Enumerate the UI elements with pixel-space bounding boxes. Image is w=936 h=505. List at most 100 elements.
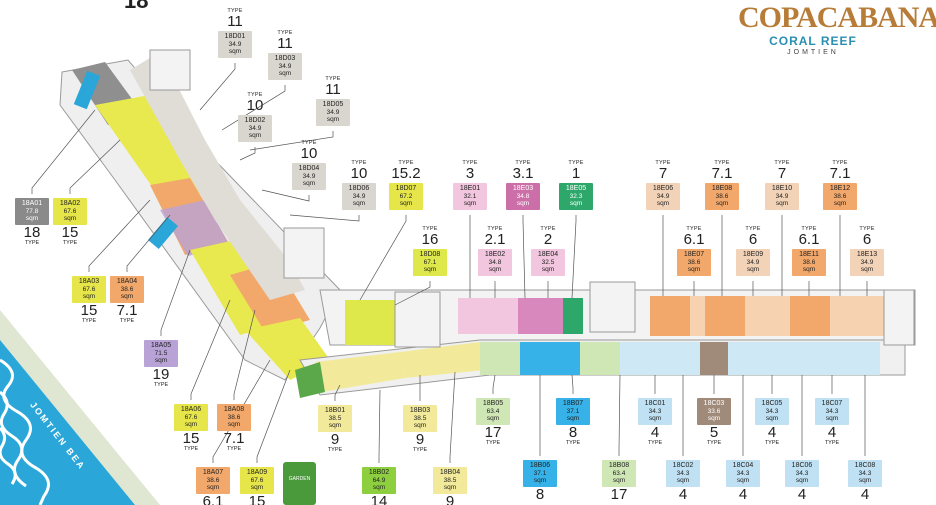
- unit-area: 67.6: [63, 208, 77, 215]
- unit-area-unit: sqm: [82, 293, 96, 300]
- type-number: 10: [300, 145, 318, 162]
- leader-line-18a09: [256, 369, 291, 463]
- type-number: 6.1: [202, 493, 224, 505]
- type-word: TYPE: [301, 140, 317, 146]
- unit-area: 34.9: [352, 193, 366, 200]
- type-number: 7.1: [116, 302, 138, 319]
- type-word: TYPE: [277, 30, 293, 36]
- unit-area: 67.6: [250, 477, 264, 484]
- type-number: 6: [862, 231, 872, 248]
- type-word: TYPE: [774, 160, 790, 166]
- type-word: TYPE: [81, 318, 97, 324]
- type-number: 4: [738, 486, 748, 503]
- leader-line-18b08: [618, 374, 621, 456]
- unit-area: 38.5: [328, 415, 342, 422]
- unit-area-unit: sqm: [687, 266, 701, 273]
- unit-code: 18D07: [395, 185, 417, 192]
- type-number: 9: [445, 493, 455, 505]
- garden-label: GARDEN: [288, 476, 311, 482]
- leader-line-18d08: [394, 281, 431, 306]
- leader-line-18b02: [378, 389, 381, 463]
- unit-code: 18D01: [224, 33, 246, 40]
- type-word: TYPE: [824, 440, 840, 446]
- type-number: 19: [152, 366, 170, 383]
- unit-area: 67.2: [399, 193, 413, 200]
- unit-code: 18A07: [202, 469, 224, 476]
- type-word: TYPE: [462, 160, 478, 166]
- unit-area-unit: sqm: [569, 200, 583, 207]
- unit-code: 18B05: [482, 400, 504, 407]
- unit-code: 18E05: [565, 185, 587, 192]
- unit-area-unit: sqm: [676, 477, 690, 484]
- leader-line-18d07: [359, 215, 407, 301]
- unit-area: 32.3: [569, 193, 583, 200]
- leader-line-18a06: [190, 299, 231, 400]
- type-word: TYPE: [686, 226, 702, 232]
- unit-area-unit: sqm: [825, 415, 839, 422]
- unit-area: 34.9: [746, 259, 760, 266]
- type-number: 11: [277, 35, 293, 52]
- unit-code: 18D08: [419, 251, 441, 258]
- type-number: 17: [610, 486, 628, 503]
- unit-area: 34.3: [648, 408, 662, 415]
- type-word: TYPE: [153, 382, 169, 388]
- type-word: TYPE: [487, 226, 503, 232]
- type-number: 7.1: [829, 165, 851, 182]
- leader-line-18a05: [160, 249, 191, 336]
- type-number: 4: [827, 424, 837, 441]
- unit-area: 34.9: [656, 193, 670, 200]
- unit-area: 34.3: [676, 470, 690, 477]
- type-word: TYPE: [655, 160, 671, 166]
- unit-area-unit: sqm: [775, 200, 789, 207]
- type-number: 6.1: [798, 231, 820, 248]
- unit-area: 67.6: [184, 414, 198, 421]
- unit-area-unit: sqm: [488, 266, 502, 273]
- leader-line-18a02: [69, 139, 121, 194]
- leader-line-18d05: [249, 131, 334, 151]
- type-number: 4: [860, 486, 870, 503]
- unit-code: 18A03: [78, 278, 100, 285]
- leader-line-18b05: [492, 374, 496, 394]
- unit-area-unit: sqm: [120, 293, 134, 300]
- unit-area-unit: sqm: [206, 484, 220, 491]
- type-number: 4: [767, 424, 777, 441]
- unit-area: 32.5: [541, 259, 555, 266]
- unit-area: 38.6: [687, 259, 701, 266]
- type-number: 7: [777, 165, 787, 182]
- leader-line-18a01: [31, 109, 96, 194]
- leader-line-18b01: [334, 384, 341, 401]
- unit-area: 38.6: [802, 259, 816, 266]
- unit-code: 18D03: [274, 55, 296, 62]
